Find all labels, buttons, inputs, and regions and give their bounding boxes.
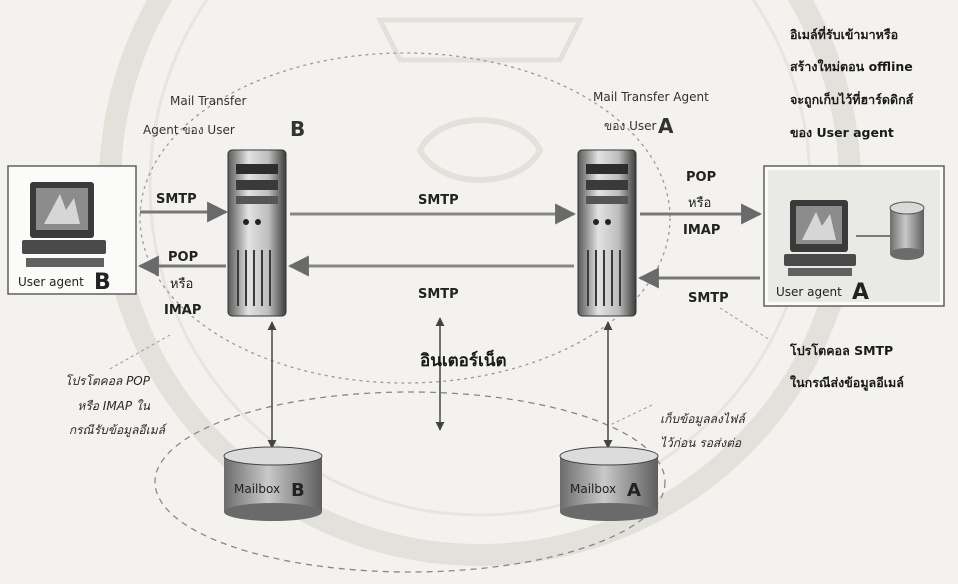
note-pop-imap: โปรโตคอล POP หรือ IMAP ใน กรณีรับข้อมูลอ… <box>65 374 168 438</box>
svg-text:ในกรณีส่งข้อมูลอีเมล์: ในกรณีส่งข้อมูลอีเมล์ <box>790 375 904 391</box>
hard-disk-icon <box>890 202 924 260</box>
protocol-smtp-left: SMTP <box>156 192 197 207</box>
protocol-smtp-lower: SMTP <box>418 287 459 302</box>
svg-text:ของ User agent: ของ User agent <box>790 125 894 140</box>
svg-text:ไว้ก่อน รอส่งต่อ: ไว้ก่อน รอส่งต่อ <box>660 436 742 450</box>
mailbox-b: Mailbox B <box>224 447 322 521</box>
note-store-leader <box>610 405 652 425</box>
mailbox-b-letter: B <box>291 480 305 501</box>
svg-text:โปรโตคอล POP: โปรโตคอล POP <box>65 374 151 388</box>
mailbox-b-label: Mailbox <box>234 482 280 496</box>
mail-server-a-icon <box>578 150 636 316</box>
user-agent-a-letter: A <box>852 280 869 305</box>
user-agent-b-label: User agent <box>18 275 84 289</box>
svg-text:POP: POP <box>686 170 716 185</box>
mta-a-label: Mail Transfer Agent ของ User A <box>593 90 709 138</box>
svg-text:Agent ของ User: Agent ของ User <box>143 123 235 137</box>
mta-b-label: Mail Transfer Agent ของ User B <box>143 94 305 141</box>
mailbox-a-label: Mailbox <box>570 482 616 496</box>
mta-a-letter: A <box>658 114 674 138</box>
svg-text:กรณีรับข้อมูลอีเมล์: กรณีรับข้อมูลอีเมล์ <box>69 423 168 438</box>
user-agent-b-letter: B <box>94 270 111 295</box>
svg-text:โปรโตคอล SMTP: โปรโตคอล SMTP <box>789 343 893 358</box>
mailbox-a: Mailbox A <box>560 447 658 521</box>
user-agent-a-label: User agent <box>776 285 842 299</box>
svg-text:POP: POP <box>168 250 198 265</box>
svg-text:หรือ: หรือ <box>170 276 193 292</box>
svg-text:Mail Transfer: Mail Transfer <box>170 94 247 108</box>
mail-server-b-icon <box>228 150 286 316</box>
protocol-smtp-upper: SMTP <box>418 193 459 208</box>
svg-text:หรือ: หรือ <box>688 195 711 211</box>
internet-label: อินเตอร์เน็ต <box>420 348 507 371</box>
protocol-pop-imap-left: POP หรือ IMAP <box>164 250 201 318</box>
protocol-smtp-right: SMTP <box>688 291 729 306</box>
protocol-pop-imap-right: POP หรือ IMAP <box>683 170 720 238</box>
svg-text:Mail Transfer Agent: Mail Transfer Agent <box>593 90 709 104</box>
svg-text:สร้างใหม่ตอน offline: สร้างใหม่ตอน offline <box>790 59 913 74</box>
mta-b-letter: B <box>290 117 305 141</box>
user-agent-a: User agent A <box>764 166 944 306</box>
svg-text:เก็บข้อมูลลงไฟล์: เก็บข้อมูลลงไฟล์ <box>660 411 748 427</box>
svg-text:IMAP: IMAP <box>164 303 201 318</box>
note-store: เก็บข้อมูลลงไฟล์ ไว้ก่อน รอส่งต่อ <box>660 411 748 450</box>
note-smtp-leader <box>720 308 770 340</box>
svg-text:หรือ IMAP ใน: หรือ IMAP ใน <box>77 399 150 413</box>
mailbox-a-letter: A <box>627 480 641 501</box>
svg-text:อิเมล์ที่รับเข้ามาหรือ: อิเมล์ที่รับเข้ามาหรือ <box>790 26 899 42</box>
svg-text:IMAP: IMAP <box>683 223 720 238</box>
svg-text:จะถูกเก็บไว้ที่ฮาร์ดดิกส์: จะถูกเก็บไว้ที่ฮาร์ดดิกส์ <box>790 91 914 108</box>
user-agent-b: User agent B <box>8 166 136 295</box>
computer-icon <box>784 200 856 276</box>
svg-text:ของ User: ของ User <box>604 119 657 133</box>
